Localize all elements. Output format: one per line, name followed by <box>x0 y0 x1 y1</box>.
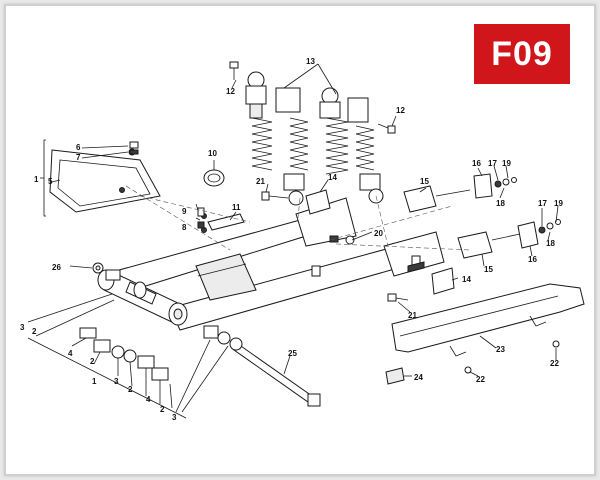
bracket-11 <box>201 213 245 233</box>
adjuster-plate-16-upper <box>473 173 517 199</box>
callout-26: 26 <box>52 263 61 272</box>
callout-3-mid: 3 <box>114 377 119 386</box>
callout-18-upper: 18 <box>496 199 505 208</box>
callout-2-lower: 2 <box>128 385 133 394</box>
bolt-21-upper <box>261 191 289 201</box>
screw-9 <box>197 207 205 217</box>
nut-20 <box>345 235 355 245</box>
callout-14-lower: 14 <box>462 275 471 284</box>
callout-12-right: 12 <box>396 106 405 115</box>
callout-2-mid: 2 <box>90 357 95 366</box>
callout-21-lower: 21 <box>408 311 417 320</box>
callout-6: 6 <box>76 143 81 152</box>
shock-absorber-left <box>245 71 309 206</box>
callout-17-lower: 17 <box>538 199 547 208</box>
leader-lines <box>27 63 559 419</box>
callout-4-left: 4 <box>68 349 73 358</box>
callout-labels: 12 13 12 10 6 7 1 5 21 14 15 16 17 19 18… <box>20 57 563 422</box>
callout-14-upper: 14 <box>328 173 337 182</box>
callout-2-top: 2 <box>32 327 37 336</box>
callout-10: 10 <box>208 149 217 158</box>
washer-7 <box>129 149 139 155</box>
callout-9: 9 <box>182 207 187 216</box>
callout-13: 13 <box>306 57 315 66</box>
callout-15-upper: 15 <box>420 177 429 186</box>
spring-10 <box>203 169 225 187</box>
callout-25: 25 <box>288 349 297 358</box>
bolt-12-right <box>377 123 396 134</box>
screw-22-left <box>464 366 472 374</box>
callout-22-left: 22 <box>476 375 485 384</box>
bolt-21-lower <box>387 293 409 302</box>
pivot-bush-set <box>79 262 243 381</box>
callout-20: 20 <box>374 229 383 238</box>
callout-19-lower: 19 <box>554 199 563 208</box>
callout-12-left: 12 <box>226 87 235 96</box>
chain-guard-23 <box>391 283 585 357</box>
callout-17-upper: 17 <box>488 159 497 168</box>
callout-2-bottom: 2 <box>160 405 165 414</box>
block-14-lower <box>431 267 455 295</box>
swingarm-side-cover <box>49 148 161 213</box>
callout-23: 23 <box>496 345 505 354</box>
callout-16-lower: 16 <box>528 255 537 264</box>
callout-18-lower: 18 <box>546 239 555 248</box>
callout-3-bottom: 3 <box>172 413 177 422</box>
callout-4-right: 4 <box>146 395 151 404</box>
callout-5: 5 <box>48 177 53 186</box>
washer-8 <box>197 221 205 229</box>
block-14-upper <box>305 189 331 215</box>
callout-21-upper: 21 <box>256 177 265 186</box>
shock-absorber-right <box>319 87 384 204</box>
callout-15-lower: 15 <box>484 265 493 274</box>
callout-1-cover: 1 <box>34 175 39 184</box>
callout-24: 24 <box>414 373 423 382</box>
callout-8: 8 <box>182 223 187 232</box>
rubber-pad-24 <box>385 367 405 385</box>
swingarm <box>97 197 445 331</box>
callout-1-bush: 1 <box>92 377 97 386</box>
screw-22-right <box>552 340 560 348</box>
callout-11: 11 <box>232 203 241 212</box>
bolt-12-left <box>229 61 239 80</box>
chain-adjuster-15-lower <box>457 231 521 259</box>
screw-6 <box>129 141 139 149</box>
callout-7: 7 <box>76 153 81 162</box>
axle-bolt-25 <box>233 343 321 407</box>
callout-22-right: 22 <box>550 359 559 368</box>
callout-3-top: 3 <box>20 323 25 332</box>
page-code-badge: F09 <box>474 24 570 84</box>
adjuster-plate-16-lower <box>517 219 561 249</box>
chain-adjuster-15-upper <box>403 185 471 213</box>
callout-16-upper: 16 <box>472 159 481 168</box>
callout-19-upper: 19 <box>502 159 511 168</box>
